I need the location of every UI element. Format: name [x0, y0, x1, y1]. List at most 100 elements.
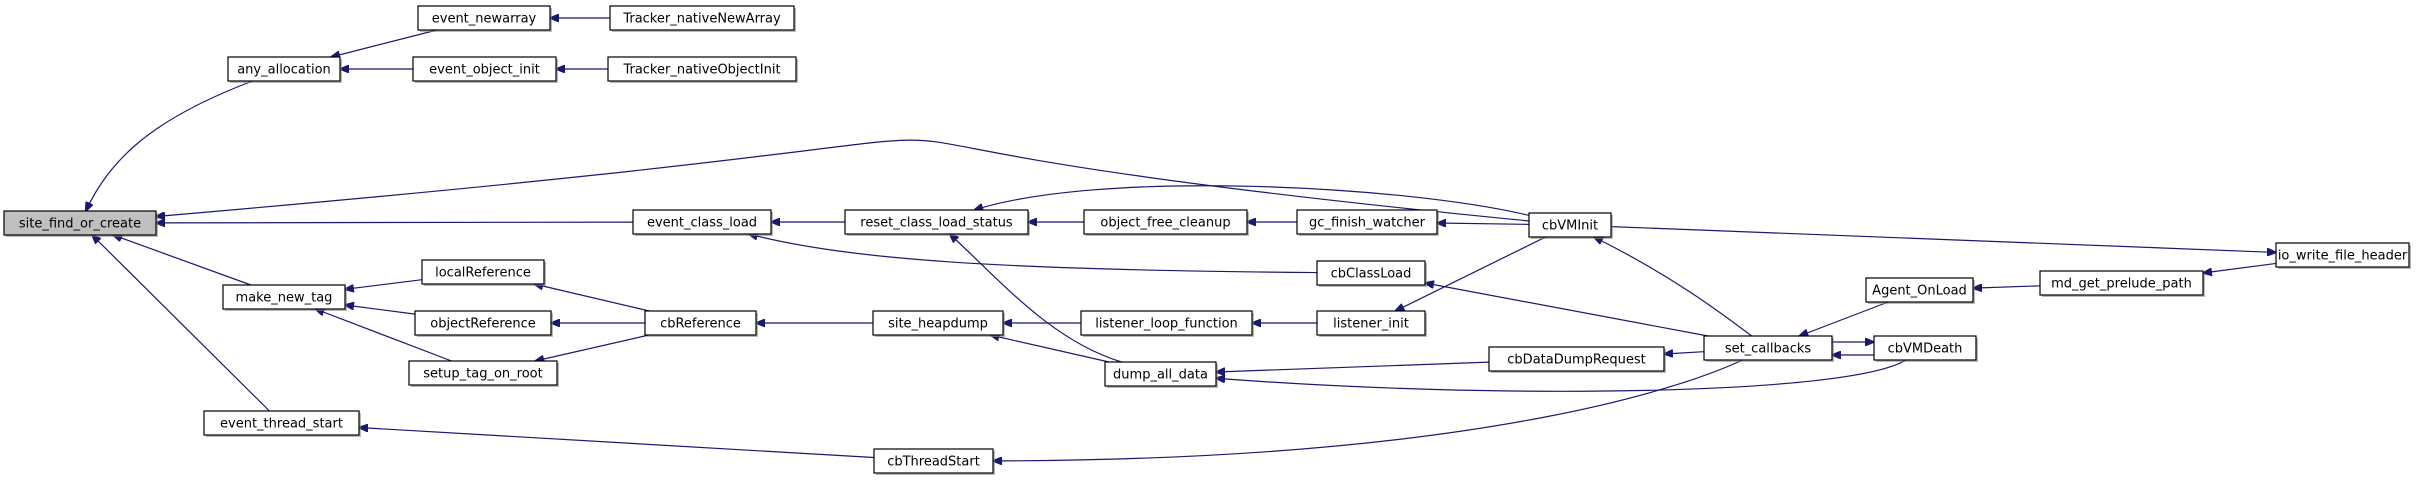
node-object_free_cleanup[interactable]: object_free_cleanup: [1083, 209, 1249, 236]
node-cbReference[interactable]: cbReference: [644, 310, 758, 337]
node-setup_tag_on_root[interactable]: setup_tag_on_root: [408, 360, 559, 387]
node-box[interactable]: [1865, 277, 1974, 303]
node-box[interactable]: [1296, 209, 1438, 235]
node-cbThreadStart[interactable]: cbThreadStart: [873, 448, 995, 475]
node-label: reset_class_load_status: [860, 216, 1013, 231]
node-label: Agent_OnLoad: [1872, 284, 1967, 299]
node-box[interactable]: [872, 310, 1004, 336]
node-box[interactable]: [873, 448, 994, 474]
node-label: listener_init: [1333, 317, 1409, 332]
node-box[interactable]: [844, 209, 1029, 235]
node-io_write_file_header[interactable]: io_write_file_header: [2275, 242, 2411, 269]
node-box[interactable]: [412, 56, 557, 82]
node-label: localReference: [435, 266, 531, 281]
edge-dump_all_data-to-reset_class_load_status: [950, 234, 1122, 363]
node-box[interactable]: [607, 56, 797, 82]
node-Tracker_nativeObjectInit[interactable]: Tracker_nativeObjectInit: [607, 56, 798, 83]
node-label: event_thread_start: [220, 417, 343, 432]
edge-dump_all_data-to-site_heapdump: [990, 335, 1110, 363]
node-box[interactable]: [632, 209, 772, 235]
node-label: md_get_prelude_path: [2051, 277, 2192, 292]
node-cbVMDeath[interactable]: cbVMDeath: [1873, 335, 1978, 362]
node-reset_class_load_status[interactable]: reset_class_load_status: [844, 209, 1030, 236]
node-site_find_or_create[interactable]: site_find_or_create: [3, 210, 158, 237]
node-box[interactable]: [1703, 335, 1833, 361]
edge-Agent_OnLoad-to-set_callbacks: [1799, 301, 1889, 336]
node-label: cbDataDumpRequest: [1507, 353, 1645, 368]
node-label: dump_all_data: [1113, 368, 1208, 383]
node-Agent_OnLoad[interactable]: Agent_OnLoad: [1865, 277, 1975, 304]
edge-any_allocation-to-site_find_or_create: [86, 80, 253, 211]
node-listener_init[interactable]: listener_init: [1316, 310, 1427, 337]
node-box[interactable]: [1488, 346, 1665, 372]
node-box[interactable]: [1316, 260, 1426, 286]
edge-setup_tag_on_root-to-make_new_tag: [315, 309, 452, 362]
node-set_callbacks[interactable]: set_callbacks: [1703, 335, 1834, 362]
edge-set_callbacks-to-cbDataDumpRequest: [1664, 352, 1705, 354]
node-label: site_find_or_create: [19, 217, 141, 232]
node-gc_finish_watcher[interactable]: gc_finish_watcher: [1296, 209, 1439, 236]
node-box[interactable]: [3, 210, 157, 236]
edge-cbThreadStart-to-event_thread_start: [359, 428, 875, 459]
node-label: setup_tag_on_root: [423, 367, 542, 382]
node-box[interactable]: [417, 5, 551, 31]
node-objectReference[interactable]: objectReference: [414, 310, 553, 337]
edge-localReference-to-make_new_tag: [345, 279, 423, 290]
node-site_heapdump[interactable]: site_heapdump: [872, 310, 1005, 337]
edge-cbVMDeath-to-dump_all_data: [1216, 359, 1907, 392]
edge-cbReference-to-localReference: [534, 284, 650, 312]
edge-md_get_prelude_path-to-Agent_OnLoad: [1973, 286, 2041, 288]
node-md_get_prelude_path[interactable]: md_get_prelude_path: [2039, 270, 2205, 297]
edge-cbVMInit-to-io_write_file_header: [1610, 225, 2276, 253]
edge-cbVMInit-to-listener_init: [1395, 236, 1546, 311]
node-label: cbVMDeath: [1888, 342, 1963, 357]
node-label: set_callbacks: [1725, 342, 1812, 357]
node-box[interactable]: [609, 5, 795, 31]
node-box[interactable]: [414, 310, 552, 336]
node-label: any_allocation: [237, 63, 331, 78]
node-label: Tracker_nativeObjectInit: [622, 63, 780, 78]
node-box[interactable]: [408, 360, 558, 386]
node-box[interactable]: [203, 410, 360, 436]
node-event_newarray[interactable]: event_newarray: [417, 5, 552, 32]
node-cbVMInit[interactable]: cbVMInit: [1528, 212, 1613, 239]
node-localReference[interactable]: localReference: [421, 259, 546, 286]
node-event_class_load[interactable]: event_class_load: [632, 209, 773, 236]
node-event_object_init[interactable]: event_object_init: [412, 56, 558, 83]
node-box[interactable]: [421, 259, 545, 285]
node-box[interactable]: [222, 284, 346, 310]
node-cbClassLoad[interactable]: cbClassLoad: [1316, 260, 1427, 287]
edge-cbReference-to-setup_tag_on_root: [535, 334, 650, 361]
node-box[interactable]: [1080, 310, 1253, 336]
edge-cbVMInit-to-site_find_or_create: [156, 139, 1530, 222]
node-any_allocation[interactable]: any_allocation: [227, 56, 342, 83]
node-label: objectReference: [430, 317, 536, 332]
node-box[interactable]: [1873, 335, 1977, 361]
node-cbDataDumpRequest[interactable]: cbDataDumpRequest: [1488, 346, 1666, 373]
node-listener_loop_function[interactable]: listener_loop_function: [1080, 310, 1254, 337]
node-box[interactable]: [227, 56, 341, 82]
edge-set_callbacks-to-cbThreadStart: [993, 359, 1743, 461]
node-box[interactable]: [1528, 212, 1612, 238]
node-Tracker_nativeNewArray[interactable]: Tracker_nativeNewArray: [609, 5, 796, 32]
node-label: Tracker_nativeNewArray: [622, 12, 781, 27]
node-box[interactable]: [1316, 310, 1426, 336]
node-label: site_heapdump: [888, 317, 988, 332]
node-label: object_free_cleanup: [1100, 216, 1230, 231]
node-box[interactable]: [2039, 270, 2204, 296]
node-box[interactable]: [1104, 361, 1217, 387]
node-label: cbReference: [660, 317, 741, 332]
node-box[interactable]: [644, 310, 757, 336]
node-label: cbThreadStart: [887, 455, 980, 470]
node-label: cbClassLoad: [1331, 267, 1412, 282]
edge-event_newarray-to-any_allocation: [331, 29, 438, 57]
node-label: listener_loop_function: [1095, 317, 1238, 332]
node-dump_all_data[interactable]: dump_all_data: [1104, 361, 1218, 388]
node-box[interactable]: [1083, 209, 1248, 235]
edge-cbClassLoad-to-event_class_load: [749, 234, 1318, 274]
node-box[interactable]: [2275, 242, 2410, 268]
edge-cbDataDumpRequest-to-dump_all_data: [1216, 361, 1490, 372]
node-make_new_tag[interactable]: make_new_tag: [222, 284, 347, 311]
node-event_thread_start[interactable]: event_thread_start: [203, 410, 361, 437]
node-label: event_newarray: [432, 12, 537, 27]
